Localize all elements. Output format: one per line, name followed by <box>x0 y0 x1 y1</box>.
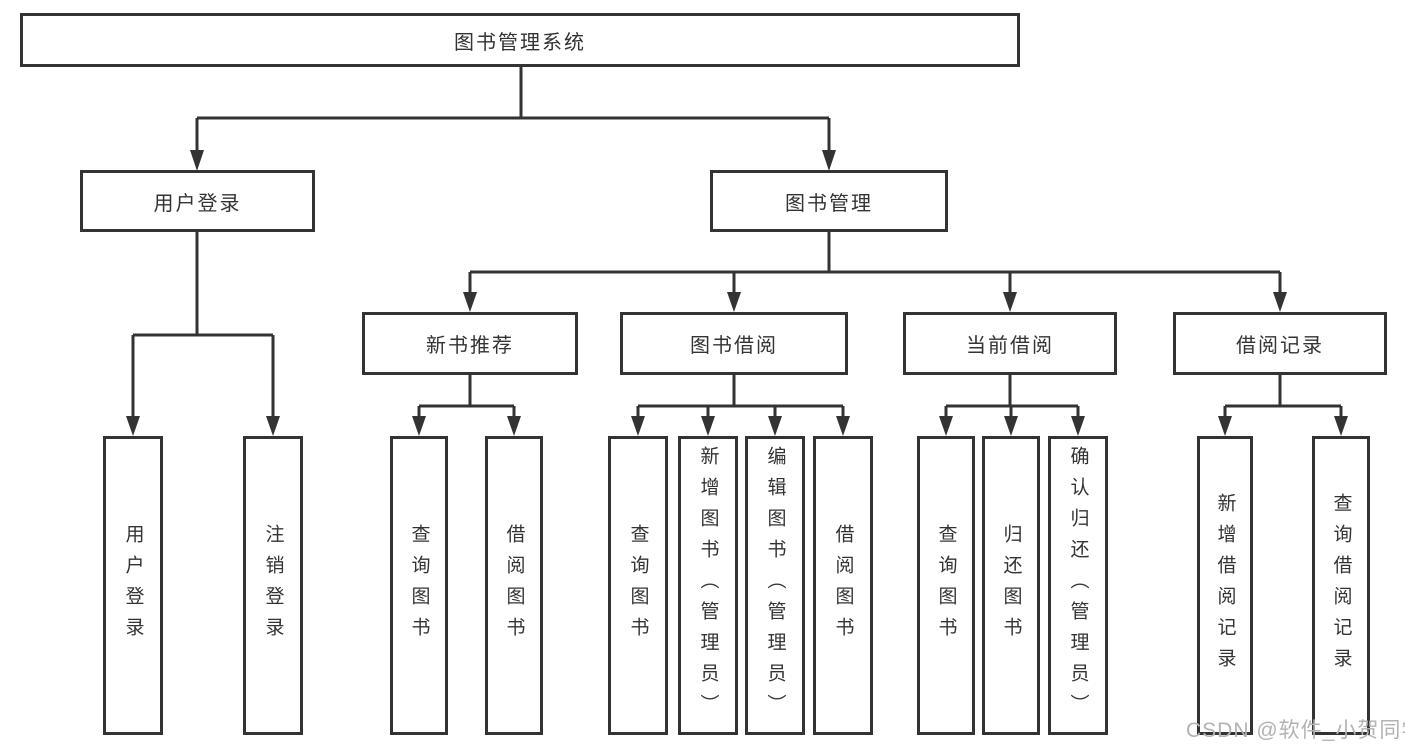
leaf-borrow-edit-books-admin: 编辑图书（管理员） <box>745 436 805 735</box>
connector-borrow-children <box>636 375 845 417</box>
node-new-book-recommend: 新书推荐 <box>362 312 578 375</box>
node-book-borrow: 图书借阅 <box>620 312 848 375</box>
arrowhead-current-query <box>939 416 953 436</box>
arrowhead-recommend-query <box>412 416 426 436</box>
arrowhead-records-query <box>1334 416 1348 436</box>
arrowhead-book-management <box>822 150 836 171</box>
leaf-current-confirm-return-admin: 确认归还（管理员） <box>1048 436 1108 735</box>
node-book-management: 图书管理 <box>710 170 948 232</box>
leaf-recommend-borrow-books: 借阅图书 <box>485 436 543 735</box>
node-current-borrow: 当前借阅 <box>903 312 1117 375</box>
leaf-records-query-record: 查询借阅记录 <box>1312 436 1370 735</box>
arrowhead-recommend-borrow <box>507 416 521 436</box>
leaf-user-login: 用户登录 <box>103 436 163 735</box>
arrowhead-borrow-add <box>701 416 715 436</box>
leaf-logout: 注销登录 <box>243 436 303 735</box>
arrowhead-borrow-query <box>631 416 645 436</box>
arrowhead-current-confirm <box>1071 416 1085 436</box>
arrowhead-borrow-edit <box>768 416 782 436</box>
leaf-borrow-borrow-books: 借阅图书 <box>813 436 873 735</box>
arrowhead-leaf-logout <box>266 416 280 436</box>
leaf-recommend-query-books: 查询图书 <box>390 436 448 735</box>
connector-recommend-children <box>417 375 516 417</box>
arrowhead-current-return <box>1004 416 1018 436</box>
leaf-records-add-record: 新增借阅记录 <box>1197 436 1253 735</box>
arrowhead-new-book-recommend <box>463 292 477 312</box>
leaf-current-return-books: 归还图书 <box>982 436 1040 735</box>
connector-records-children <box>1223 375 1343 417</box>
connector-book-management-children <box>468 232 1282 293</box>
leaf-borrow-add-books-admin: 新增图书（管理员） <box>678 436 738 735</box>
arrowhead-borrow-records <box>1273 292 1287 312</box>
arrowhead-book-borrow <box>727 292 741 312</box>
arrowhead-current-borrow <box>1003 292 1017 312</box>
connector-current-children <box>944 375 1080 417</box>
connector-root-to-level2 <box>195 65 831 152</box>
node-borrow-records: 借阅记录 <box>1173 312 1387 375</box>
arrowhead-borrow-borrow <box>836 416 850 436</box>
arrowhead-records-add <box>1218 416 1232 436</box>
node-root-system: 图书管理系统 <box>20 13 1020 67</box>
csdn-watermark: CSDN @软件_小贺同学 <box>1186 719 1405 742</box>
connector-user-login-children <box>131 232 275 417</box>
arrowhead-leaf-user-login <box>126 416 140 436</box>
node-user-login: 用户登录 <box>80 170 315 232</box>
leaf-current-query-books: 查询图书 <box>917 436 975 735</box>
leaf-borrow-query-books: 查询图书 <box>608 436 668 735</box>
arrowhead-user-login <box>190 150 204 171</box>
